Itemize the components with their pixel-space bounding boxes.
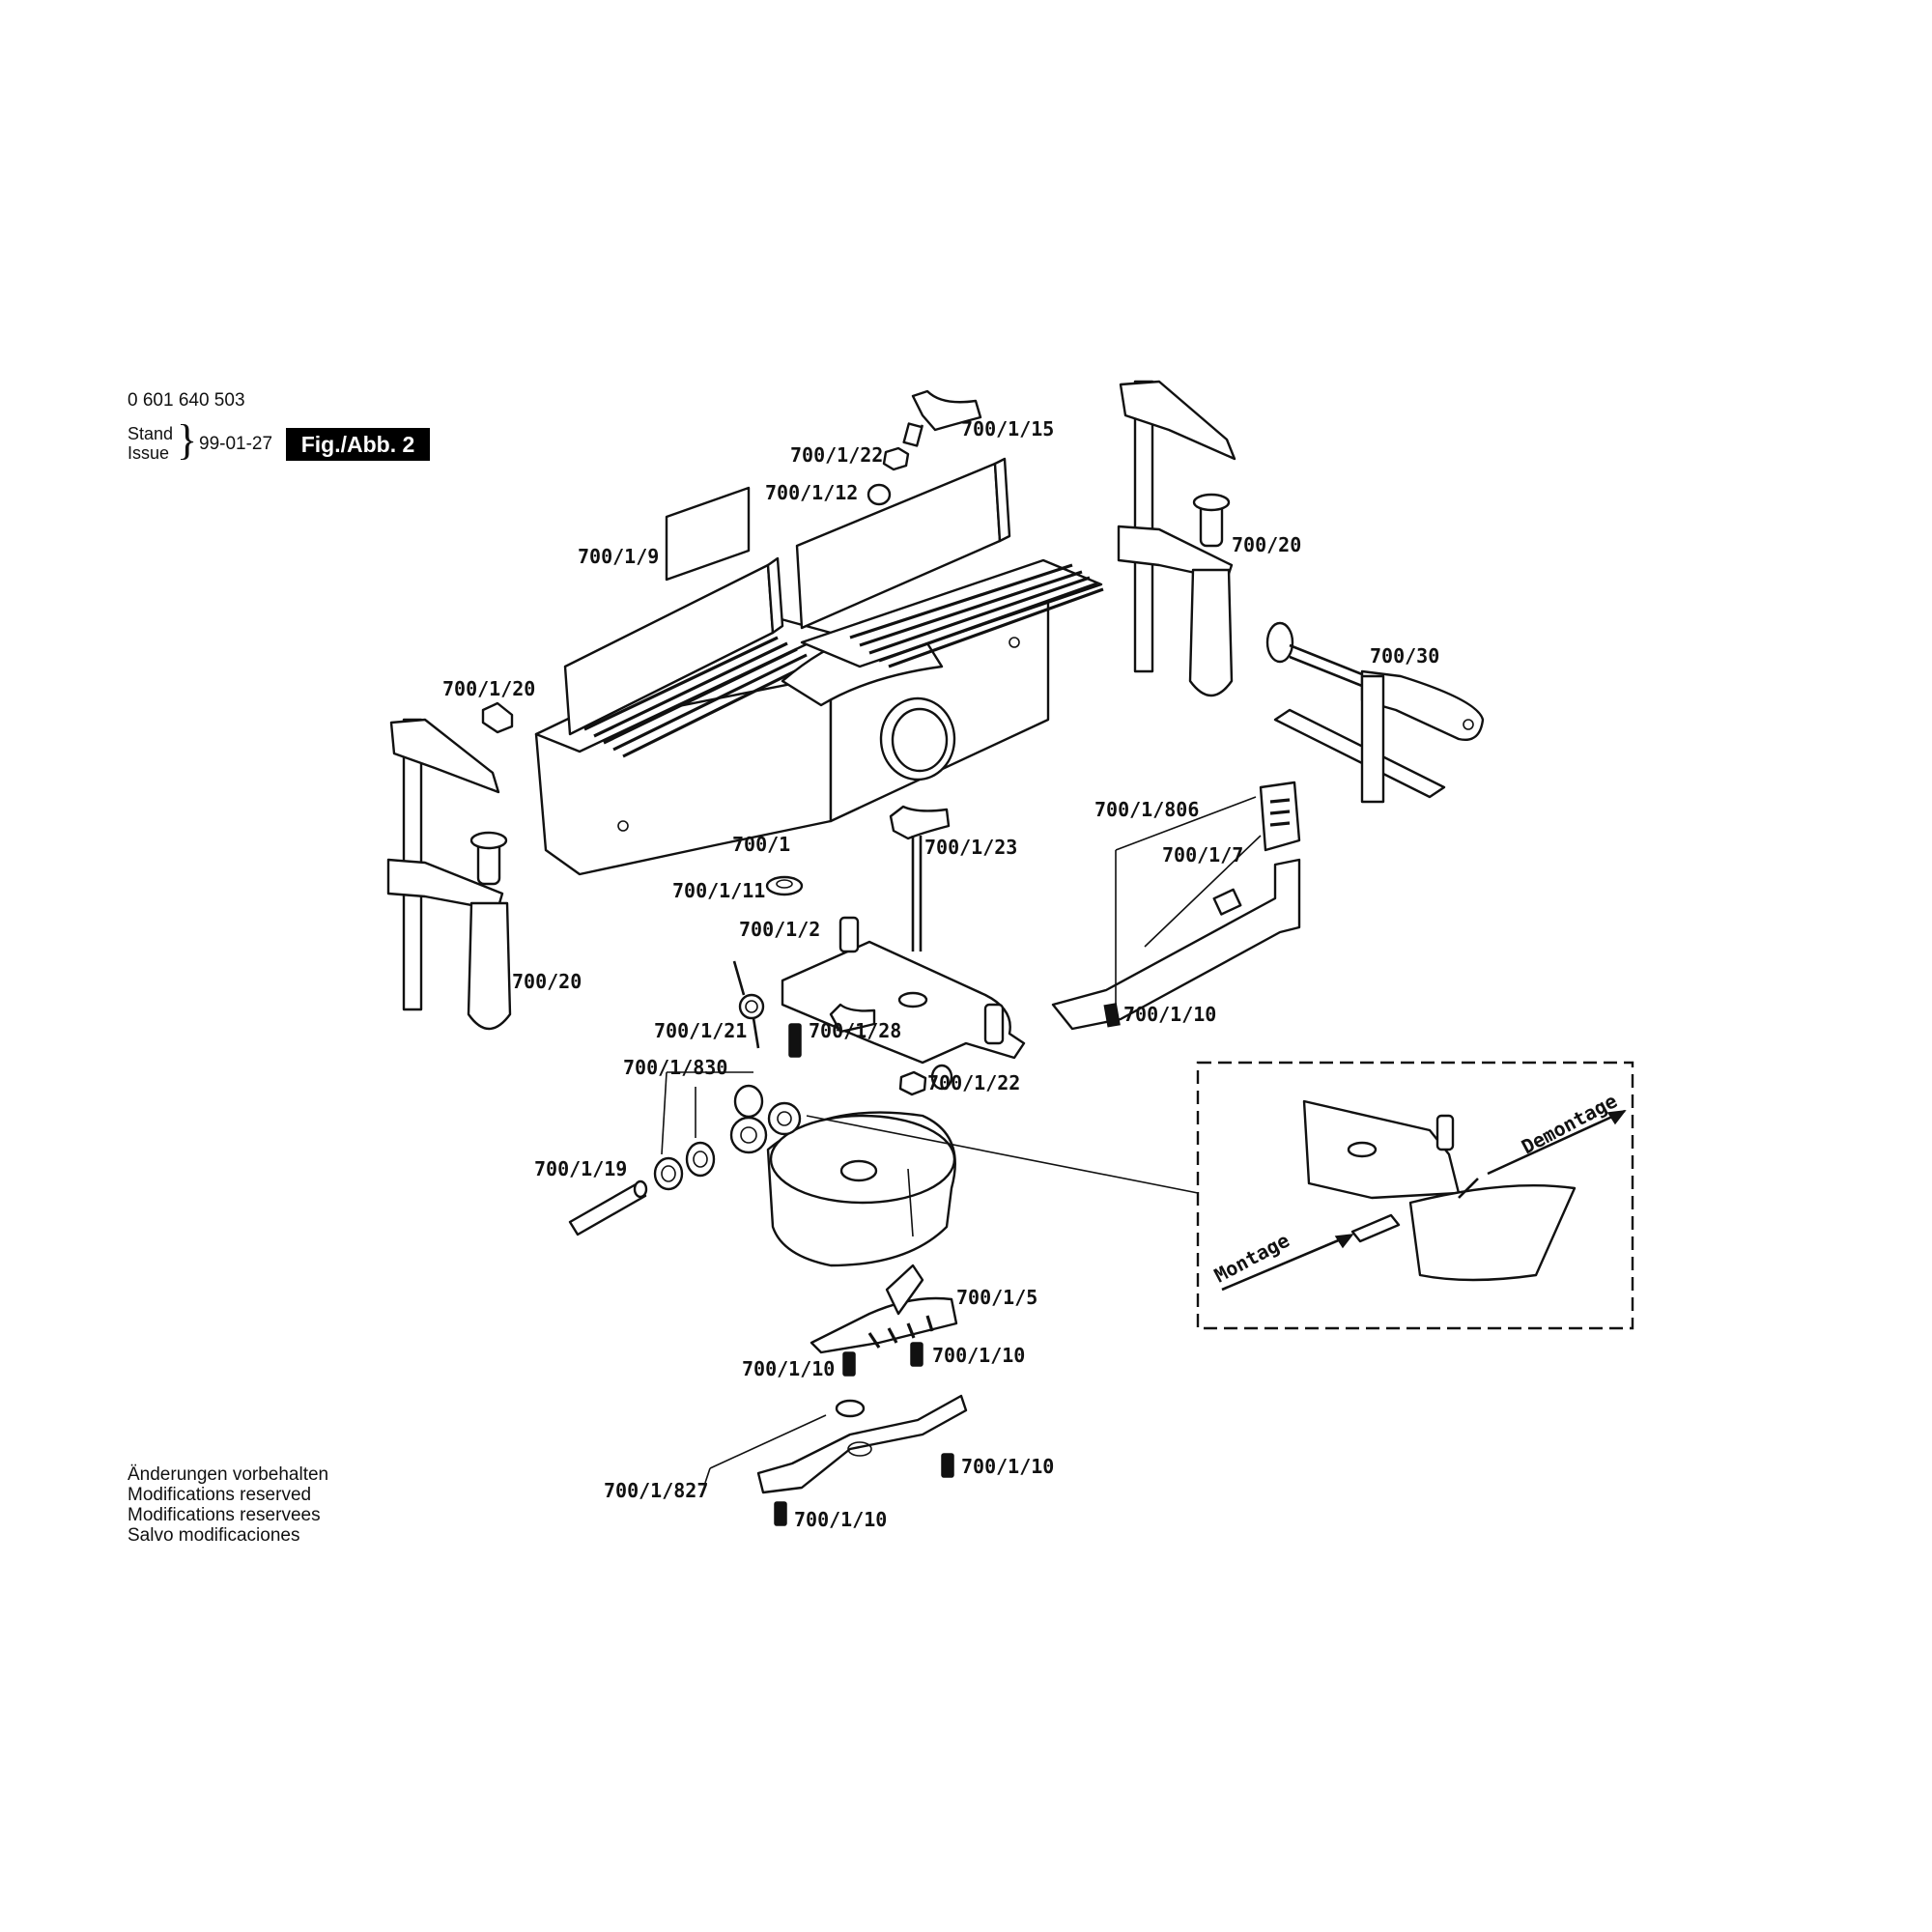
spacer-icon: [685, 1141, 716, 1178]
hex-nut-icon: [882, 446, 910, 471]
part-label-700-20: 700/20: [512, 970, 582, 993]
note-fr: Modifications reservees: [128, 1505, 321, 1525]
part-label-700-1: 700/1: [732, 833, 790, 856]
document-number: 0 601 640 503: [128, 390, 245, 411]
t-handle-screw-icon: [902, 389, 982, 447]
part-label-700-1-10: 700/1/10: [1123, 1003, 1216, 1026]
part-label-700-1-2: 700/1/2: [739, 918, 820, 941]
part-label-700-1-10: 700/1/10: [742, 1357, 835, 1380]
part-label-700-1-827: 700/1/827: [604, 1479, 708, 1502]
cap-screw-icon: [842, 1351, 856, 1377]
washer-icon: [765, 875, 804, 896]
detail-inset: Montage Demontage: [1196, 1061, 1634, 1330]
part-label-700-1-15: 700/1/15: [961, 417, 1054, 440]
part-label-700-1-22: 700/1/22: [927, 1071, 1020, 1094]
figure-badge: Fig./Abb. 2: [286, 428, 430, 461]
mounting-plate-icon: [704, 1394, 968, 1494]
pin-icon: [568, 1179, 648, 1236]
issue-label: Issue: [128, 443, 170, 463]
slide-block-icon: [481, 701, 514, 734]
extension-arm-icon: [1051, 781, 1301, 1031]
part-label-700-1-5: 700/1/5: [956, 1286, 1037, 1309]
part-label-700-1-19: 700/1/19: [534, 1157, 627, 1180]
part-label-700-1-20: 700/1/20: [442, 677, 535, 700]
stand-label: Stand: [128, 424, 174, 443]
cap-screw-icon: [910, 1342, 923, 1367]
t-handle-screw-icon: [889, 805, 951, 952]
screw-clamp-icon: [1265, 621, 1485, 804]
base-plate-icon: [781, 916, 1026, 1091]
part-label-700-1-7: 700/1/7: [1162, 843, 1243, 867]
washer-icon: [653, 1156, 684, 1191]
part-label-700-1-10: 700/1/10: [961, 1455, 1054, 1478]
cap-screw-icon: [1103, 1003, 1121, 1028]
bushing-icon: [733, 1084, 764, 1119]
part-label-700-1-10: 700/1/10: [794, 1508, 887, 1531]
bar-clamp-icon: [1117, 380, 1236, 697]
torsion-spring-icon: [732, 960, 765, 1049]
part-label-700-1-28: 700/1/28: [809, 1019, 901, 1042]
cap-screw-icon: [941, 1453, 954, 1478]
turntable-icon: [729, 1101, 956, 1267]
part-label-700-1-9: 700/1/9: [578, 545, 659, 568]
part-label-700-20: 700/20: [1232, 533, 1301, 556]
note-es: Salvo modificaciones: [128, 1525, 300, 1546]
part-label-700-1-12: 700/1/12: [765, 481, 858, 504]
cap-icon: [867, 483, 892, 506]
cap-screw-icon: [774, 1501, 787, 1526]
note-de: Änderungen vorbehalten: [128, 1464, 329, 1485]
label-plate-icon: [665, 486, 751, 582]
part-label-700-1-806: 700/1/806: [1094, 798, 1199, 821]
angle-segment-icon: [810, 1264, 958, 1354]
brace-icon: }: [177, 416, 198, 464]
part-label-700-1-23: 700/1/23: [924, 836, 1017, 859]
note-en: Modifications reserved: [128, 1485, 312, 1505]
part-label-700-1-10: 700/1/10: [932, 1344, 1025, 1367]
part-label-700-30: 700/30: [1370, 644, 1439, 668]
part-label-700-1-21: 700/1/21: [654, 1019, 747, 1042]
set-screw-icon: [788, 1023, 802, 1058]
part-label-700-1-11: 700/1/11: [672, 879, 765, 902]
issue-date: 99-01-27: [199, 434, 273, 454]
hex-nut-icon: [898, 1070, 927, 1096]
part-label-700-1-22: 700/1/22: [790, 443, 883, 467]
part-label-700-1-830: 700/1/830: [623, 1056, 727, 1079]
modification-notes: Änderungen vorbehalten Modifications res…: [128, 1464, 328, 1546]
bar-clamp-icon: [386, 718, 512, 1031]
saw-table-body: [534, 457, 1104, 876]
